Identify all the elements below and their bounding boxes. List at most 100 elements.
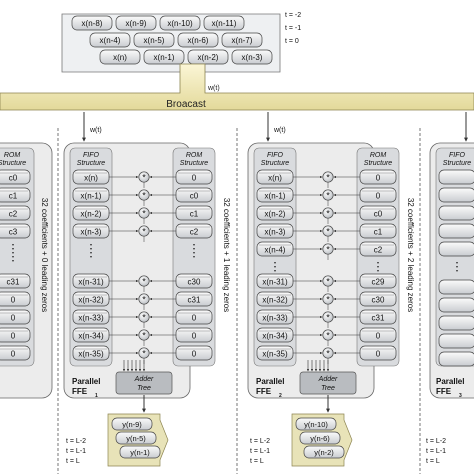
multiplier: * [322, 329, 334, 341]
ffe-name-line2: FFE [72, 387, 88, 396]
multiplier-circle [138, 275, 150, 287]
fifo-cell-label: x(n) [268, 174, 282, 183]
fifo-title-sub: Structure [261, 160, 290, 167]
rom-cell: c2 [175, 223, 213, 239]
fifo-cell-label: x(n-31) [262, 278, 288, 287]
rom-cell: c31 [0, 273, 31, 289]
fifo-cell: x(n-2) [256, 205, 294, 221]
multiplier-circle [138, 311, 150, 323]
output-time-label: t = L-1 [250, 448, 270, 455]
adder-tree-label: Adder [318, 376, 338, 383]
adder-tree-label: Adder [134, 376, 154, 383]
rom-cell: 0 [359, 187, 397, 203]
output-sample-shape [111, 417, 153, 431]
input-sample-shape [89, 32, 131, 48]
rom-cell: 0 [0, 327, 31, 343]
fifo-cell: x(n-2) [72, 205, 110, 221]
fifo-cell: x(n-35) [72, 345, 110, 361]
rom-cell: 0 [359, 345, 397, 361]
fifo-cell-label: x(n-2) [81, 210, 102, 219]
multiplier-circle [138, 225, 150, 237]
fifo-cell [438, 333, 474, 349]
fifo-cell-shape [438, 187, 474, 203]
fifo-cell-shape [438, 223, 474, 239]
fifo-cell [438, 205, 474, 221]
fifo-title: FIFO [449, 152, 465, 159]
rom-cell-label: 0 [376, 350, 381, 359]
rom-cell-label: 0 [11, 332, 16, 341]
ffe-signal-label: w(t) [273, 127, 286, 134]
fifo-cell: x(n-33) [72, 309, 110, 325]
input-time-label: t = 0 [285, 38, 299, 45]
input-sample-shape [187, 49, 229, 65]
rom-cell-shape [0, 327, 31, 343]
fifo-cell-label: x(n-31) [78, 278, 104, 287]
fifo-cell: x(n-35) [256, 345, 294, 361]
rom-cell-label: c2 [374, 246, 383, 255]
multiplier-symbol: * [142, 173, 146, 183]
multiplier-circle [138, 171, 150, 183]
fifo-cell-label: x(n-2) [265, 210, 286, 219]
adder-tree-label-sub: Tree [321, 385, 335, 392]
fifo-cell-shape [438, 205, 474, 221]
multiplier-symbol: * [326, 349, 330, 359]
rom-title: ROM [370, 152, 387, 159]
rom-cell-label: c1 [374, 228, 383, 237]
ffe-name-line2: FFE [436, 387, 452, 396]
rom-cell: 0 [175, 169, 213, 185]
multiplier-symbol: * [142, 313, 146, 323]
fifo-title: FIFO [267, 152, 283, 159]
rom-cell: c3 [0, 223, 31, 239]
multiplier-circle [138, 329, 150, 341]
fifo-cell-label: x(n-4) [265, 246, 286, 255]
fifo-cell-label: x(n-34) [78, 332, 104, 341]
fifo-cell-label: x(n-1) [265, 192, 286, 201]
ffe-name-subscript: 2 [279, 393, 282, 399]
input-sample-shape [231, 49, 273, 65]
output-sample-cell: y(n-2) [303, 445, 345, 459]
broadcast-bus: Broacast w(t) [0, 63, 474, 111]
input-sample-cell: x(n-4) [89, 32, 131, 48]
rom-cell: c1 [0, 187, 31, 203]
input-sample-shape [221, 32, 263, 48]
rom-cell-label: c0 [9, 174, 18, 183]
multiplier: * [138, 347, 150, 359]
rom-cell-shape [0, 291, 31, 307]
output-sample-shape [115, 431, 157, 445]
rom-cell: 0 [359, 327, 397, 343]
multiplier: * [322, 293, 334, 305]
input-sample-shape [99, 49, 141, 65]
multiplier: * [138, 311, 150, 323]
rom-cell-label: c0 [374, 210, 383, 219]
rom-cell-label: c31 [7, 278, 20, 287]
multiplier-circle [322, 243, 334, 255]
multiplier-symbol: * [326, 295, 330, 305]
input-sample-shape [71, 15, 113, 31]
rom-cell-shape [0, 187, 31, 203]
output-sample-label: y(n-6) [310, 434, 330, 443]
input-sample-cell: x(n-6) [177, 32, 219, 48]
rom-cell-label: 0 [192, 332, 197, 341]
multiplier: * [322, 207, 334, 219]
output-sample-label: y(n-5) [126, 434, 146, 443]
multiplier: * [138, 207, 150, 219]
fifo-cell [438, 169, 474, 185]
rom-cell-label: 0 [192, 314, 197, 323]
multiplier-circle [138, 207, 150, 219]
ffe-block-2: w(t)FIFOStructureROMStructurex(n)0*x(n-1… [247, 112, 415, 467]
multiplier-circle [322, 225, 334, 237]
fifo-cell: x(n-32) [256, 291, 294, 307]
rom-cell-label: 0 [11, 350, 16, 359]
input-sample-shape [115, 15, 157, 31]
output-sample-cell: y(n-1) [119, 445, 161, 459]
adder-tree [115, 371, 173, 395]
fifo-cell: x(n-3) [72, 223, 110, 239]
input-sample-shape [159, 15, 201, 31]
rom-cell: 0 [175, 327, 213, 343]
input-sample-label: x(n-8) [82, 19, 103, 28]
input-sample-cell: x(n-2) [187, 49, 229, 65]
fifo-cell: x(n-32) [72, 291, 110, 307]
rom-cell: c2 [359, 241, 397, 257]
rom-cell-label: 0 [376, 192, 381, 201]
